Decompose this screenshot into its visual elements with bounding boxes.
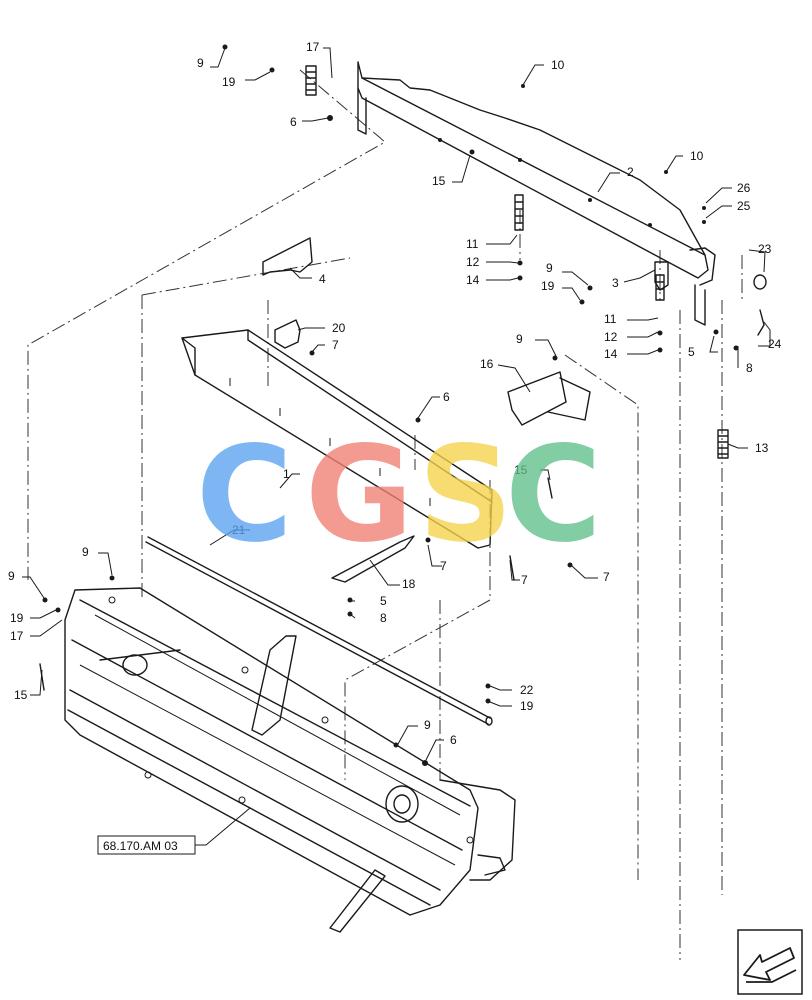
leader-lines — [22, 47, 771, 846]
callout-12: 12 — [604, 330, 618, 344]
callout-10: 10 — [551, 58, 565, 72]
reference-box[interactable]: 68.170.AM 03 — [97, 835, 196, 855]
back-arrow-icon[interactable] — [737, 929, 803, 995]
callout-9: 9 — [424, 718, 431, 732]
callout-8: 8 — [380, 611, 387, 625]
fasteners — [39, 44, 765, 766]
callout-22: 22 — [520, 683, 534, 697]
watermark-letter-c2: C — [505, 418, 602, 572]
callout-26: 26 — [737, 181, 751, 195]
deflector-16 — [507, 371, 567, 426]
callout-11: 11 — [466, 237, 479, 251]
callout-labels: 9 19 17 6 15 10 10 2 26 25 23 11 12 14 3… — [8, 40, 782, 747]
watermark-letter-g: G — [305, 418, 413, 572]
main-panel — [181, 329, 493, 549]
callout-17: 17 — [10, 629, 24, 643]
watermark-letter-s: S — [418, 418, 513, 572]
callout-19: 19 — [520, 699, 534, 713]
hinge-bracket — [547, 377, 591, 421]
callout-6: 6 — [290, 115, 297, 129]
callout-23: 23 — [758, 242, 772, 256]
callout-9: 9 — [8, 569, 15, 583]
callout-19: 19 — [222, 75, 236, 89]
callout-8: 8 — [746, 361, 753, 375]
shaft-21 — [145, 536, 493, 726]
callout-19: 19 — [10, 611, 24, 625]
reference-label: 68.170.AM 03 — [103, 839, 178, 853]
callout-25: 25 — [737, 199, 751, 213]
callout-21: 21 — [232, 523, 246, 537]
callout-11: 11 — [604, 312, 617, 326]
callout-13: 13 — [755, 441, 769, 455]
callout-4: 4 — [319, 272, 326, 286]
callout-14: 14 — [604, 347, 618, 361]
callout-2: 2 — [627, 165, 634, 179]
callout-5: 5 — [380, 594, 387, 608]
callout-6: 6 — [450, 733, 457, 747]
callout-17: 17 — [306, 40, 320, 54]
watermark: C G S C — [196, 418, 602, 572]
callout-15: 15 — [514, 463, 528, 477]
callout-7: 7 — [332, 338, 339, 352]
callout-18: 18 — [402, 577, 416, 591]
callout-7: 7 — [603, 570, 610, 584]
callout-24: 24 — [768, 337, 782, 351]
springs — [305, 65, 767, 459]
callout-7: 7 — [440, 559, 447, 573]
callout-7: 7 — [521, 573, 528, 587]
bracket-3 — [654, 261, 669, 291]
support-bar — [357, 61, 716, 326]
clip-20 — [274, 319, 301, 349]
callout-10: 10 — [690, 149, 704, 163]
callout-9: 9 — [82, 545, 89, 559]
callout-12: 12 — [466, 255, 480, 269]
watermark-letter-c: C — [196, 418, 293, 572]
callout-14: 14 — [466, 273, 480, 287]
callout-6: 6 — [443, 390, 450, 404]
callout-9: 9 — [516, 332, 523, 346]
callout-20: 20 — [332, 321, 346, 335]
assembly-guide-lines — [27, 69, 743, 960]
callout-9: 9 — [197, 56, 204, 70]
callout-16: 16 — [480, 357, 494, 371]
callout-3: 3 — [612, 276, 619, 290]
rotor-assembly — [64, 587, 516, 933]
bracket-4 — [262, 237, 313, 276]
callout-1: 1 — [283, 467, 290, 481]
scraper-18 — [331, 535, 415, 583]
callout-15: 15 — [14, 688, 28, 702]
callout-15: 15 — [432, 174, 446, 188]
callout-19: 19 — [541, 279, 555, 293]
callout-9: 9 — [546, 261, 553, 275]
callout-5: 5 — [688, 345, 695, 359]
